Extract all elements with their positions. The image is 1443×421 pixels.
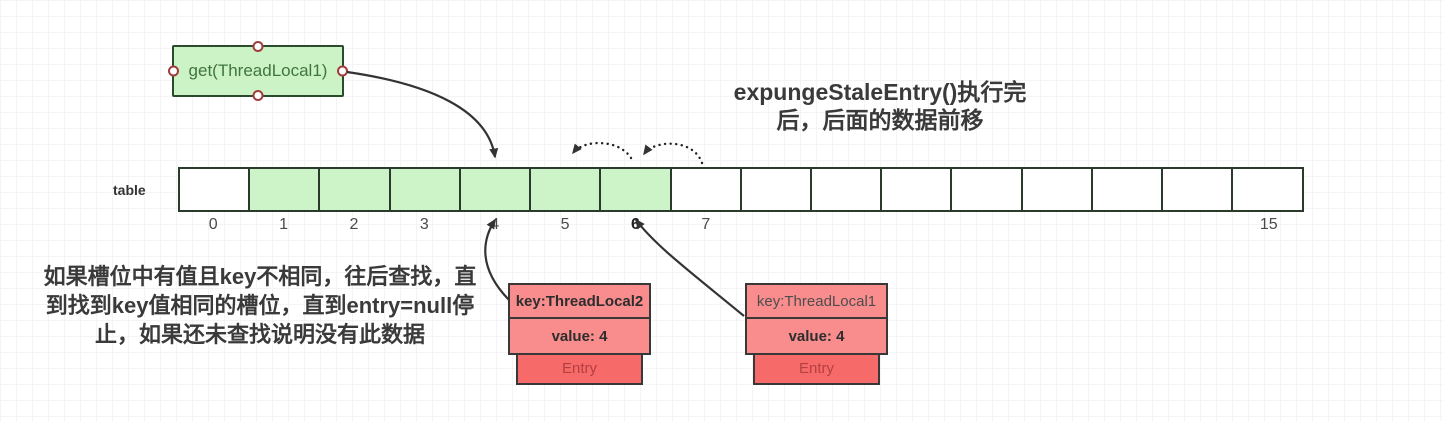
- table-slot-2[interactable]: [318, 167, 392, 212]
- slot-index-label-8: [741, 216, 811, 234]
- entry1-key-box[interactable]: key:ThreadLocal1: [745, 283, 888, 320]
- slot-index-label-12: [1023, 216, 1093, 234]
- dotted-arc-slot6-to-slot5: [571, 141, 633, 160]
- entry2-value-label: value: 4: [551, 327, 608, 345]
- slot-index-label-9: [811, 216, 881, 234]
- table-slot-6[interactable]: [599, 167, 673, 212]
- connection-handle-bottom[interactable]: [252, 90, 264, 101]
- entry2-key-label: key:ThreadLocal2: [515, 293, 644, 310]
- get-threadlocal-box[interactable]: get(ThreadLocal1): [168, 41, 348, 101]
- entry1-footer-box[interactable]: Entry: [753, 352, 880, 385]
- slot-index-row: 0 1 2 3 4 5 6 7 15: [178, 216, 1304, 234]
- entry2-value-box[interactable]: value: 4: [508, 317, 651, 355]
- slot-index-label-4: 4: [490, 216, 500, 233]
- table-array: [178, 167, 1304, 212]
- table-slot-0[interactable]: [178, 167, 251, 212]
- arrow-get-to-slot4: [346, 70, 499, 159]
- lookup-note-line2: 到找到key值相同的槽位，直到entry=null停: [45, 293, 475, 318]
- slot-index-label-3: 3: [419, 216, 429, 233]
- table-slot-12[interactable]: [1020, 167, 1094, 212]
- arrow-entry1-to-slot6: [635, 218, 745, 317]
- connection-handle-left[interactable]: [168, 65, 179, 77]
- expunge-note: expungeStaleEntry()执行完 后，后面的数据前移: [695, 78, 1065, 134]
- expunge-note-line1: expungeStaleEntry()执行完: [733, 79, 1027, 105]
- table-slot-5[interactable]: [529, 167, 602, 212]
- table-slot-7[interactable]: [669, 167, 743, 212]
- table-slot-4[interactable]: [458, 167, 532, 212]
- slot-index-label-2: 2: [349, 216, 359, 233]
- entry2-footer-label: Entry: [561, 360, 597, 377]
- table-slot-14[interactable]: [1161, 167, 1234, 212]
- table-slot-9[interactable]: [809, 167, 883, 212]
- entry1-value-label: value: 4: [788, 327, 845, 345]
- entry2-key-box[interactable]: key:ThreadLocal2: [508, 283, 651, 320]
- get-threadlocal-label: get(ThreadLocal1): [188, 61, 328, 80]
- entry1-value-box[interactable]: value: 4: [745, 317, 888, 355]
- slot-index-label-7: 7: [701, 216, 711, 233]
- slot-index-label-10: [882, 216, 952, 234]
- lookup-note-line1: 如果槽位中有值且key不相同，往后查找，直: [43, 264, 477, 289]
- table-slot-3[interactable]: [388, 167, 462, 212]
- slot-index-label-13: [1093, 216, 1163, 234]
- expunge-note-line2: 后，后面的数据前移: [776, 107, 984, 133]
- table-slot-11[interactable]: [950, 167, 1024, 212]
- entry1-footer-label: Entry: [798, 360, 834, 377]
- connection-handle-top[interactable]: [252, 41, 264, 52]
- slot-index-label-5: 5: [560, 216, 570, 233]
- lookup-note: 如果槽位中有值且key不相同，往后查找，直 到找到key值相同的槽位，直到ent…: [30, 262, 490, 349]
- entry1-key-label: key:ThreadLocal1: [756, 293, 877, 310]
- connection-handle-right[interactable]: [337, 65, 348, 77]
- table-label: table: [113, 182, 146, 198]
- slot-index-label-1: 1: [279, 216, 289, 233]
- table-slot-13[interactable]: [1090, 167, 1164, 212]
- slot-index-label-11: [952, 216, 1022, 234]
- slot-index-label-6: 6: [630, 216, 640, 233]
- entry2-footer-box[interactable]: Entry: [516, 352, 643, 385]
- slot-index-label-14: [1163, 216, 1233, 234]
- table-slot-15[interactable]: [1231, 167, 1304, 212]
- dotted-arc-slot7-to-slot6: [642, 142, 704, 165]
- table-slot-1[interactable]: [248, 167, 321, 212]
- slot-index-label-0: 0: [208, 216, 218, 233]
- slot-index-label-15: 15: [1259, 216, 1278, 233]
- table-slot-8[interactable]: [739, 167, 813, 212]
- table-slot-10[interactable]: [880, 167, 953, 212]
- lookup-note-line3: 止，如果还未查找说明没有此数据: [94, 322, 425, 347]
